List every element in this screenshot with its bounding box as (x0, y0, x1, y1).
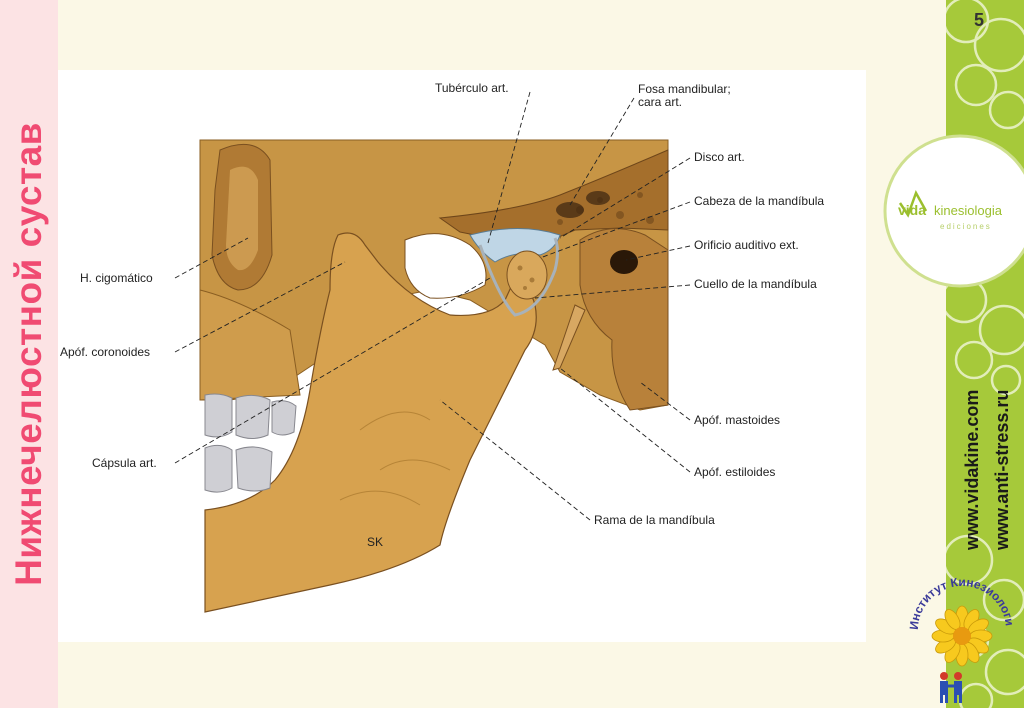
maxilla (199, 289, 301, 401)
articular-disc (469, 228, 561, 263)
figure-labels: Tubérculo art. Fosa mandibular; cara art… (60, 81, 824, 527)
leader-lines (174, 91, 691, 521)
left-title-band (0, 0, 58, 708)
kinesiologia-word: kinesiologia (934, 203, 1003, 218)
label-coronoides: Apóf. coronoides (60, 345, 150, 359)
people-icon (940, 672, 962, 703)
label-disco: Disco art. (694, 150, 745, 164)
label-fosa-1: Fosa mandibular; (638, 82, 731, 96)
styloid-process (552, 304, 586, 371)
right-decor-band (940, 0, 1024, 713)
label-tuberculo: Tubérculo art. (435, 81, 509, 95)
label-cabeza: Cabeza de la mandíbula (694, 194, 824, 208)
label-cigomatico: H. cigomático (80, 271, 153, 285)
infratemporal-opening (404, 233, 487, 299)
vida-kinesiologia-logo: vida kinesiologia ediciones (883, 134, 1024, 288)
temporal-ear-region (579, 228, 669, 411)
label-fosa-2: cara art. (638, 95, 682, 109)
label-estiloides: Apóf. estiloides (694, 465, 775, 479)
artist-signature: SK (367, 535, 383, 549)
ear-canal (610, 250, 638, 274)
label-capsula: Cápsula art. (92, 456, 157, 470)
vida-word: vida (898, 202, 926, 218)
mandibular-head (506, 250, 548, 300)
institute-kinesiology-logo: Институт Кинезиологии (898, 560, 1017, 703)
label-cuello: Cuello de la mandíbula (694, 277, 817, 291)
label-mastoides: Apóf. mastoides (694, 413, 780, 427)
flower-icon (931, 605, 993, 667)
label-orificio: Orificio auditivo ext. (694, 238, 799, 252)
cranial-base (438, 149, 669, 246)
slide-number: 5 (973, 10, 984, 30)
label-rama: Rama de la mandíbula (594, 513, 715, 527)
ediciones-word: ediciones (940, 222, 992, 231)
wave-icon (898, 189, 928, 218)
joint-capsule (478, 237, 559, 317)
